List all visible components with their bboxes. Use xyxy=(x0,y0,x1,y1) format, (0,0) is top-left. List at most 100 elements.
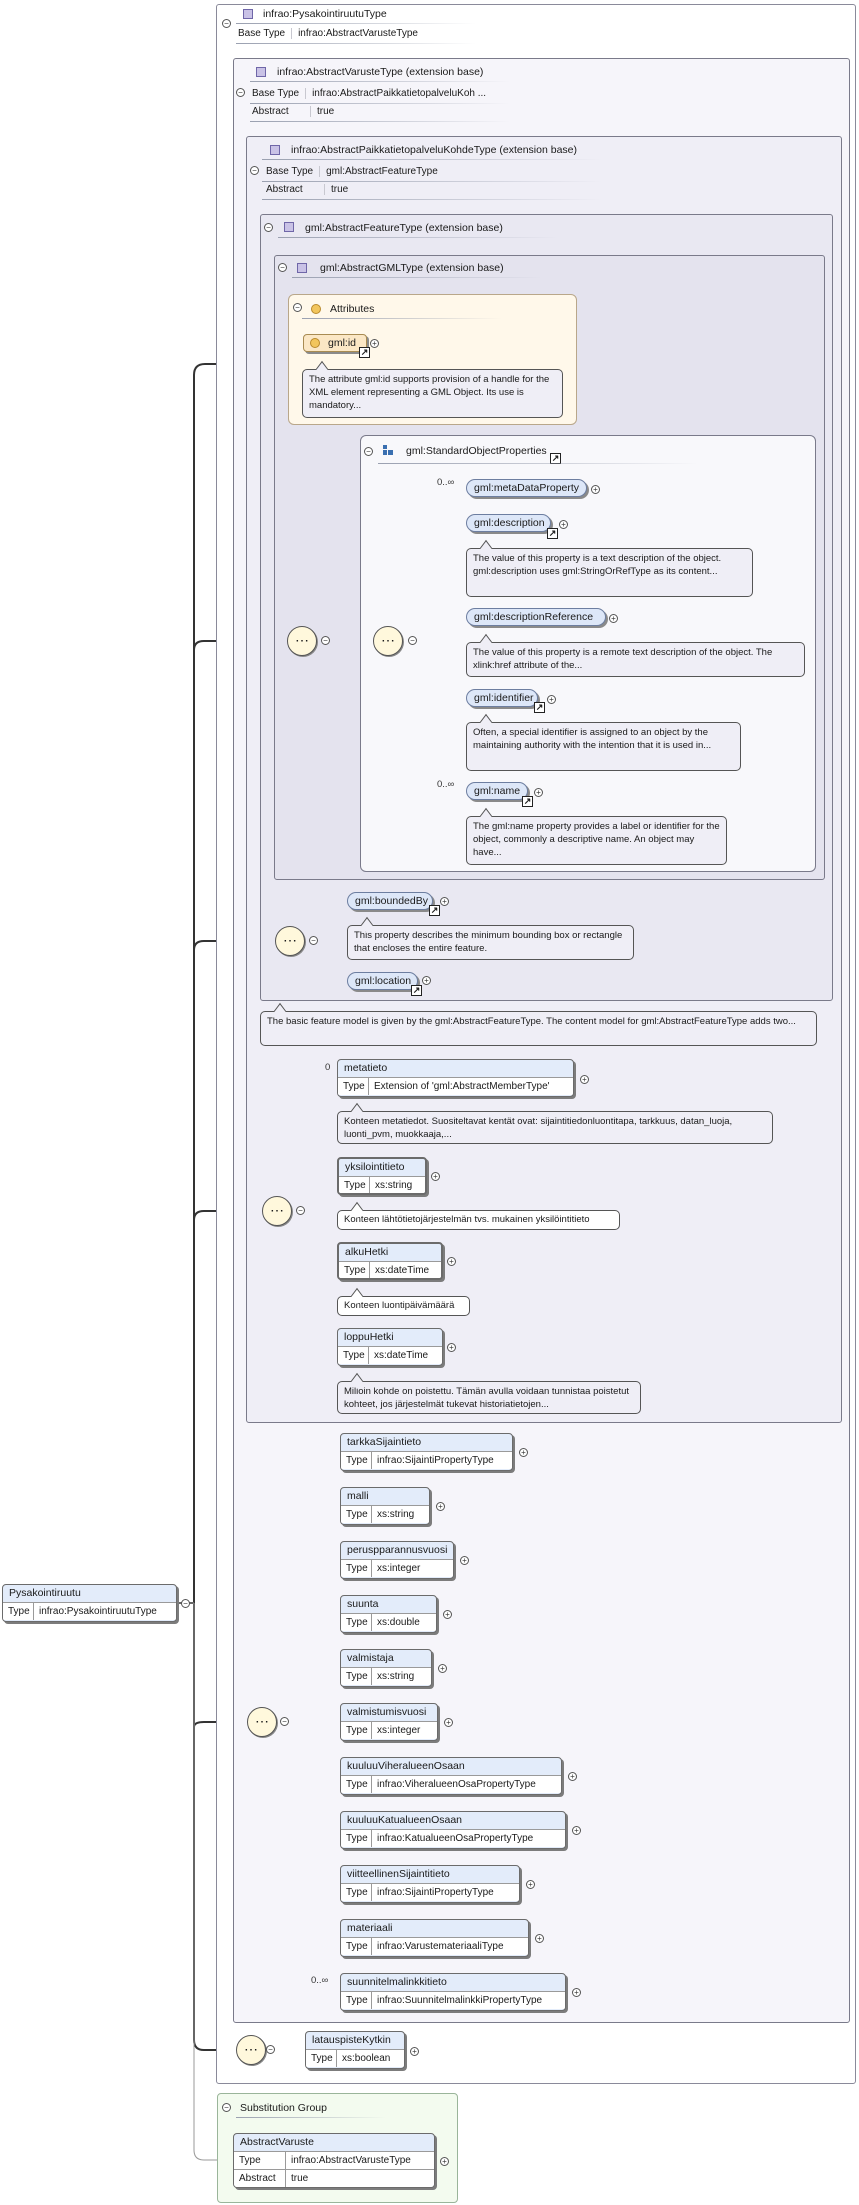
expand-icon[interactable]: + xyxy=(440,2157,449,2166)
expand-icon[interactable]: + xyxy=(568,1772,577,1781)
expand-icon[interactable]: + xyxy=(438,1664,447,1673)
sequence-compositor-icon[interactable]: ⋯ xyxy=(236,2035,266,2065)
type-value: Extension of 'gml:AbstractMemberType' xyxy=(374,1081,550,1092)
standard-props-title: gml:StandardObjectProperties xyxy=(406,445,547,457)
expand-icon[interactable]: + xyxy=(460,1556,469,1565)
element-name: peruspparannusvuosi xyxy=(347,1544,448,1556)
expand-icon[interactable]: + xyxy=(591,485,600,494)
collapse-sequence-icon[interactable]: − xyxy=(280,1717,289,1726)
expand-icon[interactable]: + xyxy=(410,2047,419,2056)
sequence-compositor-icon[interactable]: ⋯ xyxy=(287,626,317,656)
collapse-sequence-icon[interactable]: − xyxy=(296,1206,305,1215)
collapse-gml-icon[interactable]: − xyxy=(278,263,287,272)
expand-icon[interactable]: + xyxy=(443,1610,452,1619)
paikkatieto-title: infrao:AbstractPaikkatietopalveluKohdeTy… xyxy=(291,144,578,156)
expand-icon[interactable]: + xyxy=(526,1880,535,1889)
link-arrow-icon[interactable]: ↗ xyxy=(547,528,558,539)
yksilointitieto-doc: Kohteen lähtötietojärjestelmän tvs. muka… xyxy=(337,1210,620,1230)
separator xyxy=(278,237,558,238)
type-label: Type xyxy=(306,2050,337,2067)
expand-icon[interactable]: + xyxy=(559,520,568,529)
link-arrow-icon[interactable]: ↗ xyxy=(411,985,422,996)
gml-name[interactable]: gml:name xyxy=(466,782,528,800)
element-cardinality: 0..∞ xyxy=(311,1975,329,1986)
link-arrow-icon[interactable]: ↗ xyxy=(429,905,440,916)
type-value: infrao:AbstractVarusteType xyxy=(291,2155,411,2166)
collapse-sequence-icon[interactable]: − xyxy=(309,936,318,945)
link-arrow-icon[interactable]: ↗ xyxy=(359,347,370,358)
sequence-compositor-icon[interactable]: ⋯ xyxy=(247,1707,277,1737)
alkuhetki-doc: Kohteen luontipäivämäärä xyxy=(337,1296,470,1316)
collapse-varuste-icon[interactable]: − xyxy=(236,88,245,97)
gml-description-reference[interactable]: gml:descriptionReference xyxy=(466,608,606,626)
collapse-standard-props-icon[interactable]: − xyxy=(364,447,373,456)
expand-icon[interactable]: + xyxy=(444,1718,453,1727)
collapse-substitution-icon[interactable]: − xyxy=(222,2103,231,2112)
expand-icon[interactable]: + xyxy=(436,1502,445,1511)
expand-icon[interactable]: + xyxy=(547,695,556,704)
separator xyxy=(262,181,602,182)
expand-icon[interactable]: + xyxy=(422,976,431,985)
sequence-compositor-icon[interactable]: ⋯ xyxy=(275,926,305,956)
expand-icon[interactable]: + xyxy=(447,1257,456,1266)
collapse-attributes-icon[interactable]: − xyxy=(293,303,302,312)
abstract-value: true xyxy=(291,2173,309,2184)
sequence-compositor-icon[interactable]: ⋯ xyxy=(262,1196,292,1226)
expand-icon[interactable]: + xyxy=(431,1172,440,1181)
collapse-sequence-icon[interactable]: − xyxy=(321,636,330,645)
gml-description[interactable]: gml:description xyxy=(466,514,551,532)
expand-icon[interactable]: + xyxy=(580,1075,589,1084)
expand-icon[interactable]: + xyxy=(535,1934,544,1943)
collapse-feature-icon[interactable]: − xyxy=(264,223,273,232)
expand-icon[interactable]: + xyxy=(609,614,618,623)
expand-icon[interactable]: + xyxy=(534,788,543,797)
gml-bounded-by-doc: This property describes the minimum boun… xyxy=(347,925,634,960)
expand-gml-id-icon[interactable]: + xyxy=(370,339,379,348)
gml-metadata-property[interactable]: gml:metaDataProperty xyxy=(466,479,587,497)
varuste-title: infrao:AbstractVarusteType (extension ba… xyxy=(277,66,484,78)
collapse-paikkatieto-icon[interactable]: − xyxy=(250,166,259,175)
link-arrow-icon[interactable]: ↗ xyxy=(534,702,545,713)
gml-location[interactable]: gml:location xyxy=(347,972,418,990)
expand-icon[interactable]: + xyxy=(572,1826,581,1835)
collapse-root-icon[interactable]: − xyxy=(181,1599,190,1608)
type-label: Type xyxy=(341,1992,372,2009)
expand-icon[interactable]: + xyxy=(440,897,449,906)
collapse-sequence-icon[interactable]: − xyxy=(408,636,417,645)
link-arrow-icon[interactable]: ↗ xyxy=(522,796,533,807)
gml-id-attribute[interactable]: gml:id xyxy=(303,334,367,352)
base-type-label: Base Type xyxy=(266,166,314,177)
expand-icon[interactable]: + xyxy=(519,1448,528,1457)
collapse-root-type-icon[interactable]: − xyxy=(222,19,231,28)
type-label: Type xyxy=(339,1177,370,1193)
gml-identifier[interactable]: gml:identifier xyxy=(466,689,538,707)
separator xyxy=(236,23,476,24)
expand-icon[interactable]: + xyxy=(447,1343,456,1352)
complex-type-icon xyxy=(297,263,307,273)
type-value: infrao:SijaintiPropertyType xyxy=(377,1887,494,1898)
sequence-compositor-icon[interactable]: ⋯ xyxy=(373,626,403,656)
gml-bounded-by[interactable]: gml:boundedBy xyxy=(347,892,433,910)
expand-icon[interactable]: + xyxy=(572,1988,581,1997)
gml-identifier-doc: Often, a special identifier is assigned … xyxy=(466,722,741,771)
element-name: suunta xyxy=(347,1598,379,1610)
collapse-sequence-icon[interactable]: − xyxy=(266,2045,275,2054)
